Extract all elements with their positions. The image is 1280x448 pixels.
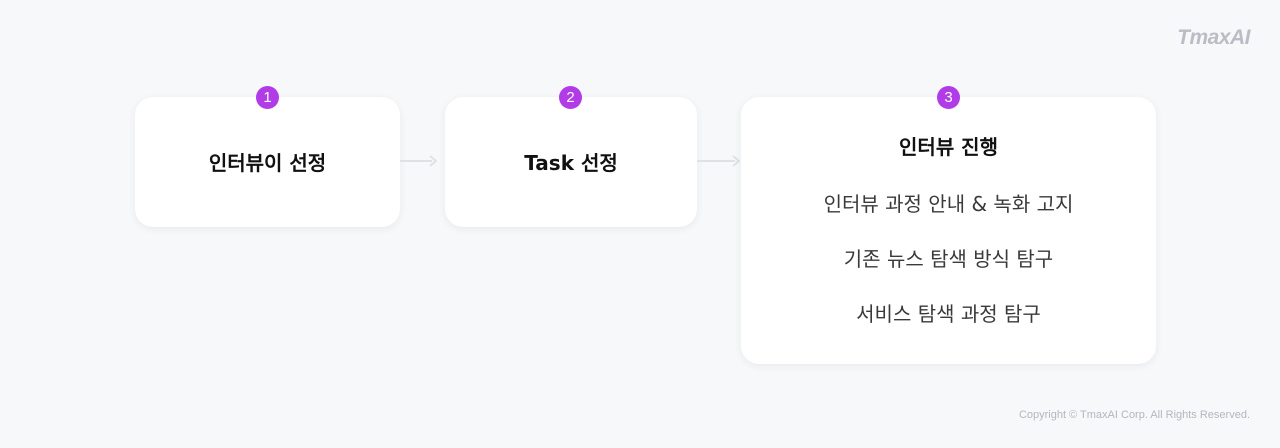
arrow-right-icon [697, 155, 740, 167]
step-2-card: Task 선정 [445, 97, 697, 227]
copyright-text: Copyright © TmaxAI Corp. All Rights Rese… [1018, 409, 1250, 421]
step-3-item: 인터뷰 과정 안내 & 녹화 고지 [823, 192, 1074, 216]
step-1-badge: 1 [256, 86, 279, 109]
step-3-badge: 3 [937, 86, 960, 109]
step-3-title: 인터뷰 진행 [899, 135, 998, 159]
arrow-right-icon [400, 155, 437, 167]
tmaxai-logo: TmaxAI [1177, 26, 1250, 49]
step-1-card: 인터뷰이 선정 [135, 97, 400, 227]
step-1-title: 인터뷰이 선정 [208, 151, 327, 175]
step-3-item: 서비스 탐색 과정 탐구 [856, 302, 1041, 326]
step-2-badge: 2 [559, 86, 582, 109]
step-3-card: 인터뷰 진행 인터뷰 과정 안내 & 녹화 고지 기존 뉴스 탐색 방식 탐구 … [741, 97, 1156, 364]
step-2-title: Task 선정 [524, 151, 618, 175]
step-3-item: 기존 뉴스 탐색 방식 탐구 [843, 247, 1054, 271]
